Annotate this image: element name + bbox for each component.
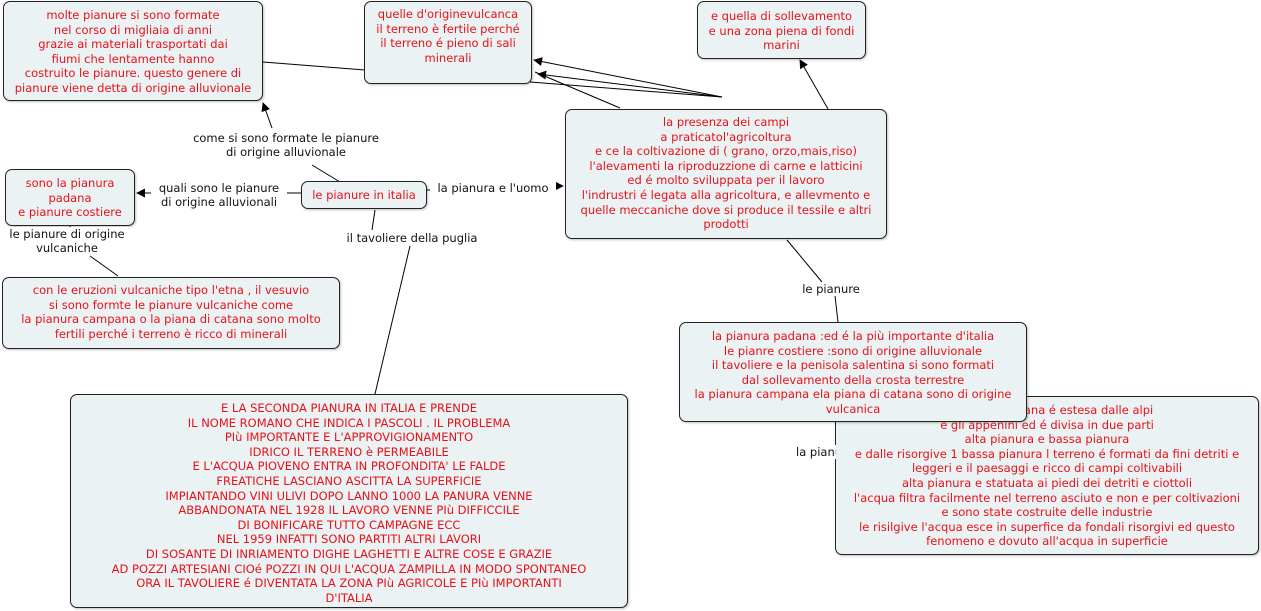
link-lepianure-elenco: [834, 295, 839, 323]
node-tavoliere[interactable]: E LA SECONDA PIANURA IN ITALIA E PRENDE …: [70, 394, 628, 608]
label-le-pianure[interactable]: le pianure: [794, 282, 868, 296]
link-agri-vulcanica2: [533, 57, 723, 98]
link-tavoliere-box: [374, 245, 411, 395]
node-vulcanica-fertile[interactable]: quelle d'originevulcanca il terreno è fe…: [364, 1, 532, 84]
link-agri-lepianure: [786, 239, 823, 283]
link-center-tavoliere: [371, 209, 376, 231]
label-la-pianura-partial[interactable]: la pianu: [796, 445, 836, 459]
node-alluvionale[interactable]: molte pianure si sono formate nel corso …: [3, 1, 263, 101]
label-come-formate[interactable]: come si sono formate le pianure di origi…: [184, 131, 388, 159]
node-sollevamento[interactable]: e quella di sollevamento e una zona pien…: [697, 1, 866, 59]
label-pianura-uomo[interactable]: la pianura e l'uomo: [430, 181, 556, 195]
link-alluvionale-vulcanica: [262, 61, 366, 71]
link-vulcaniche-eruzioni: [89, 255, 119, 277]
node-pianura-padana[interactable]: sono la pianura padana e pianure costier…: [5, 169, 135, 226]
link-center-come: [311, 164, 341, 183]
node-elenco-pianure[interactable]: la pianura padana :ed é la più important…: [679, 322, 1027, 422]
link-come-alluvionale: [261, 102, 273, 129]
label-origine-vulcaniche[interactable]: le pianure di origine vulcaniche: [2, 227, 132, 255]
node-agricoltura[interactable]: la presenza dei campi a praticatol'agric…: [565, 109, 887, 239]
link-agri-vulcanica1: [534, 71, 621, 109]
node-center-pianure-italia[interactable]: le pianure in italia: [301, 181, 427, 209]
link-agri-vulcanica-base: [529, 81, 723, 98]
node-eruzioni[interactable]: con le eruzioni vulcaniche tipo l'etna ,…: [2, 277, 340, 349]
label-quali-sono[interactable]: quali sono le pianure di origine alluvio…: [151, 181, 287, 209]
link-agri-vulcanica3: [537, 70, 723, 98]
label-tavoliere-puglia[interactable]: il tavoliere della puglia: [338, 231, 486, 245]
link-agri-sollevamento: [799, 59, 829, 110]
